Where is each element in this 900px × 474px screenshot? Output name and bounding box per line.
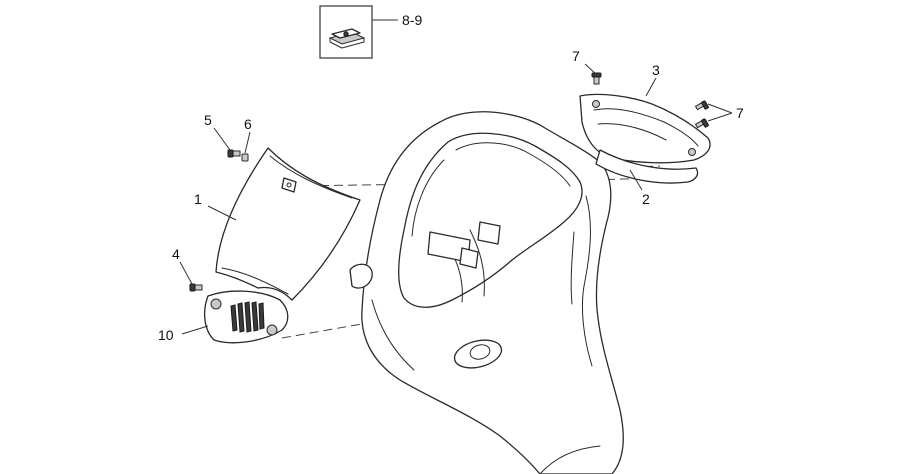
- callout-labels: 8-9 7 3 7 5 6 1 2 4 10: [158, 12, 744, 343]
- part-3-handlebar-cover: [579, 93, 711, 184]
- clip-nut-icon: [328, 28, 366, 49]
- callout-6: 6: [244, 116, 252, 132]
- screw-7-right-a: [694, 100, 709, 111]
- callout-3: 3: [652, 62, 660, 78]
- part-10-grille: [203, 290, 289, 344]
- callout-7-right: 7: [736, 105, 744, 121]
- screws: [189, 72, 709, 292]
- grille-slots: [230, 301, 265, 333]
- screw-7-top: [591, 72, 602, 85]
- screw-7-right-b: [694, 118, 709, 129]
- callout-4: 4: [172, 246, 180, 262]
- part-1-upper-cover: [215, 147, 361, 301]
- callout-5: 5: [204, 112, 212, 128]
- washer-6: [241, 153, 249, 162]
- callout-2: 2: [642, 191, 650, 207]
- callout-10: 10: [158, 327, 174, 343]
- callout-8-9: 8-9: [402, 12, 422, 28]
- leader-lines: [179, 19, 733, 335]
- screw-4: [189, 283, 203, 292]
- callout-7-top: 7: [572, 48, 580, 64]
- callout-1: 1: [194, 191, 202, 207]
- inset-8-9: [319, 5, 373, 59]
- screw-5: [227, 149, 241, 158]
- front-leg-shield: [349, 111, 624, 474]
